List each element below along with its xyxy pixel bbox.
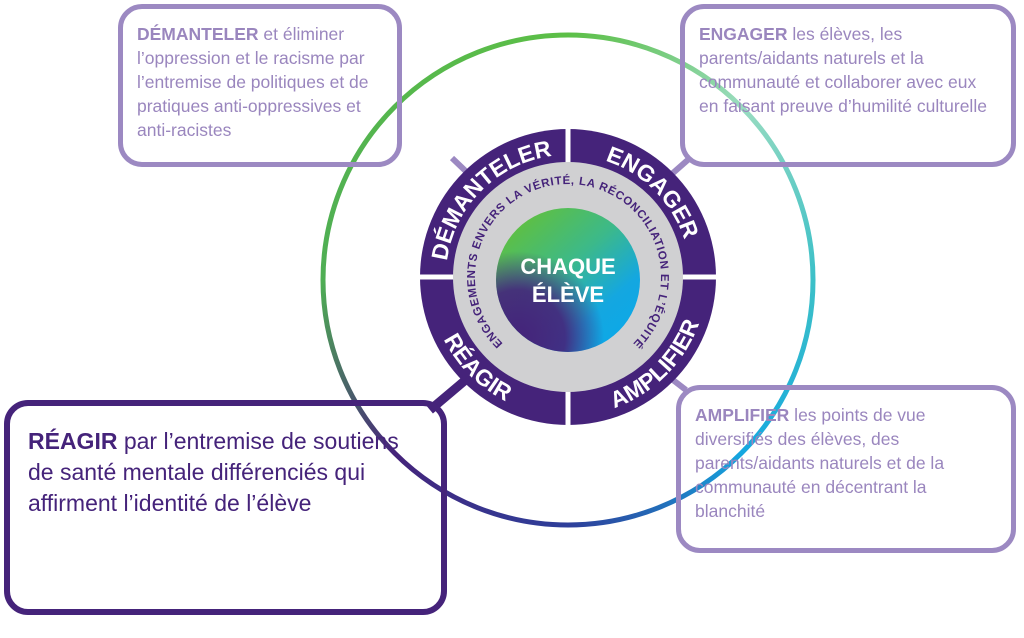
box-respond-keyword: RÉAGIR xyxy=(28,428,118,454)
box-dismantle: DÉMANTELER et éliminer l’oppression et l… xyxy=(118,4,402,167)
outer-gradient-ring xyxy=(320,32,816,528)
box-engage-keyword: ENGAGER xyxy=(699,24,788,44)
center-circle-shade xyxy=(496,208,640,352)
box-respond: RÉAGIR par l’entremise de soutiens de sa… xyxy=(4,400,447,615)
box-engage: ENGAGER les élèves, les parents/aidants … xyxy=(680,4,1016,167)
box-engage-text: les élèves, les parents/aidants naturels… xyxy=(699,24,987,116)
segment-dividers xyxy=(416,125,720,430)
box-amplify-text: les points de vue diversifiés des élèves… xyxy=(695,405,945,521)
box-dismantle-keyword: DÉMANTELER xyxy=(137,24,259,44)
box-dismantle-text: et éliminer l’oppression et le racisme p… xyxy=(137,24,369,140)
box-respond-text: par l’entremise de soutiens de santé men… xyxy=(28,428,399,516)
center-label-line1: CHAQUE xyxy=(520,254,615,279)
center-label-line2: ÉLÈVE xyxy=(532,282,604,307)
box-amplify: AMPLIFIER les points de vue diversifiés … xyxy=(676,385,1016,553)
box-amplify-keyword: AMPLIFIER xyxy=(695,405,790,425)
